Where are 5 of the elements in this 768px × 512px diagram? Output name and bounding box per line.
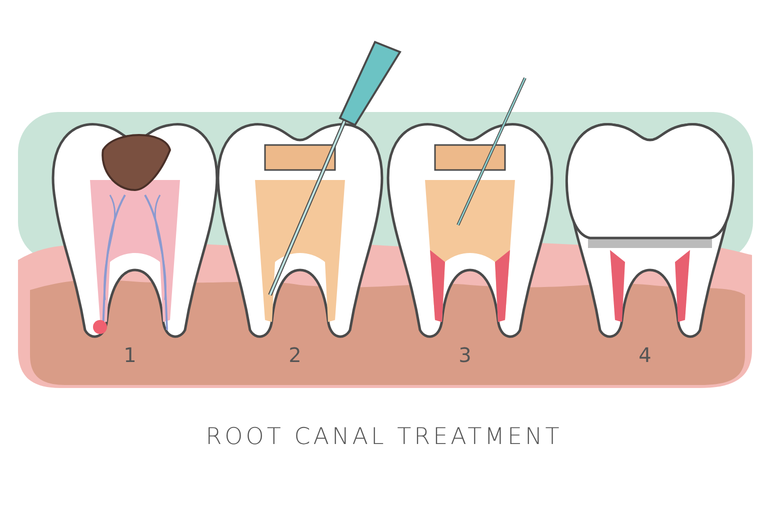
step-number: 4 [638, 343, 652, 367]
step-number: 3 [458, 343, 472, 367]
diagram-title: ROOT CANAL TREATMENT [206, 424, 562, 450]
step-number: 1 [124, 343, 136, 367]
step-number: 2 [288, 343, 302, 367]
